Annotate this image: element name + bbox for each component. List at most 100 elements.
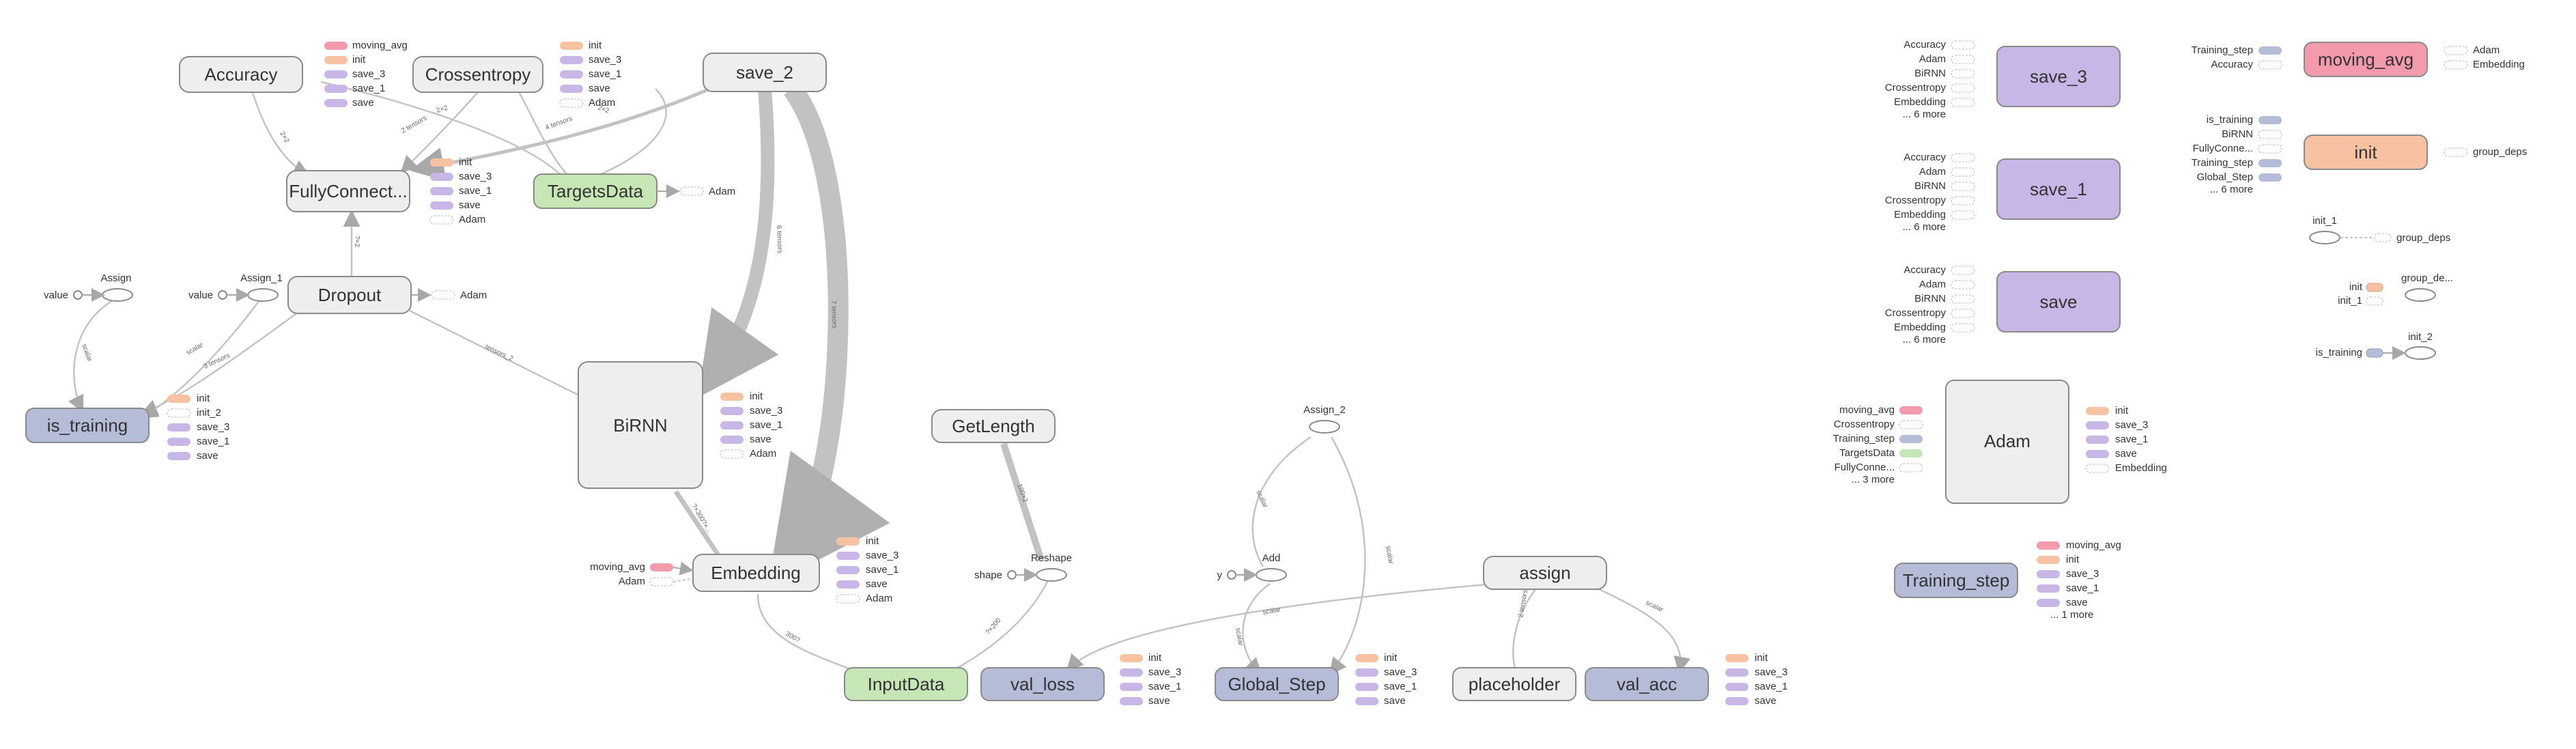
edge-assign1-istraining (140, 300, 260, 419)
node-label: placeholder (1469, 674, 1561, 694)
svg-text:save: save (589, 83, 610, 94)
node-global-step[interactable]: Global_Step (1215, 667, 1339, 701)
svg-text:... 6 more: ... 6 more (1903, 334, 1946, 345)
crossentropy-outputs: init save_3 save_1 save Adam (559, 40, 621, 109)
node-save-3[interactable]: save_3 (1996, 46, 2121, 107)
node-get-length[interactable]: GetLength (931, 409, 1056, 443)
embedding-inputs: moving_avg Adam (590, 561, 694, 587)
svg-text:save_3: save_3 (197, 421, 229, 433)
node-label: FullyConnect... (289, 181, 407, 201)
edge-add-globalstep (1242, 582, 1271, 675)
node-dropout[interactable]: Dropout (287, 276, 412, 314)
targets-outputs: Adam (657, 184, 735, 198)
node-save-1[interactable]: save_1 (1996, 158, 2121, 220)
node-training-step[interactable]: Training_step (1894, 563, 2018, 598)
op-group-deps[interactable]: group_de... init init_1 (2338, 272, 2453, 307)
node-label: save_2 (736, 62, 793, 83)
svg-text:Crossentropy: Crossentropy (1885, 307, 1947, 319)
node-fully-connected[interactable]: FullyConnect... (286, 170, 410, 212)
svg-text:save: save (866, 578, 888, 590)
adam-outputs: init save_3 save_1 save Embedding (2085, 405, 2167, 474)
op-label: group_de... (2401, 272, 2453, 284)
svg-text:... 6 more: ... 6 more (1903, 221, 1946, 233)
svg-text:save_1: save_1 (2066, 582, 2099, 594)
node-crossentropy[interactable]: Crossentropy (412, 56, 543, 93)
op-label: init_2 (2408, 331, 2433, 343)
node-input-data[interactable]: InputData (844, 667, 968, 701)
svg-text:save_3: save_3 (459, 171, 492, 182)
edge-label: 7 tensors (830, 300, 838, 328)
op-assign[interactable]: Assign value (44, 272, 133, 302)
op-init-2[interactable]: init_2 is_training (2316, 331, 2436, 360)
svg-text:init_2: init_2 (197, 407, 221, 419)
edge-accuracy-fc (251, 91, 311, 176)
fc-outputs: init save_3 save_1 save Adam (429, 156, 492, 225)
svg-text:save_1: save_1 (2115, 434, 2148, 445)
svg-text:save_1: save_1 (866, 564, 898, 576)
edge-label: scalar (1254, 490, 1269, 509)
edge-label: scalar (1262, 606, 1282, 617)
node-val-loss[interactable]: val_loss (980, 667, 1105, 701)
svg-text:Crossentropy: Crossentropy (1834, 419, 1895, 430)
moving-avg-io: Training_step Accuracy Adam Embedding (2192, 44, 2525, 70)
node-val-acc[interactable]: val_acc (1585, 667, 1709, 701)
val-acc-outputs: init save_3 save_1 save (1725, 652, 1787, 707)
edge-label: 2 tensors (400, 115, 428, 135)
op-assign-2[interactable]: Assign_2 (1303, 404, 1346, 434)
training-step-outputs: moving_avg init save_3 save_1 save ... 1… (2037, 539, 2121, 621)
svg-text:Adam: Adam (2473, 44, 2500, 56)
op-init-1[interactable]: init_1 group_deps (2309, 215, 2450, 244)
svg-text:moving_avg: moving_avg (352, 40, 408, 51)
node-label: init (2354, 142, 2377, 162)
svg-text:save_1: save_1 (1755, 681, 1787, 692)
svg-text:save_3: save_3 (352, 68, 385, 80)
svg-text:BiRNN: BiRNN (1914, 68, 1946, 79)
node-init[interactable]: init (2304, 135, 2428, 170)
svg-text:Embedding: Embedding (1894, 96, 1946, 108)
op-assign-1[interactable]: Assign_1 value (188, 272, 283, 302)
global-step-outputs: init save_3 save_1 save (1355, 652, 1417, 707)
edge-label: 2 tensors (1517, 589, 1529, 618)
op-add[interactable]: Add y (1217, 552, 1287, 582)
edge-label: 300? (784, 630, 802, 645)
node-embedding[interactable]: Embedding (692, 554, 820, 592)
node-birnn[interactable]: BiRNN (578, 361, 703, 489)
node-assign[interactable]: assign (1483, 556, 1607, 590)
svg-text:group_deps: group_deps (2473, 146, 2527, 158)
node-targets-data[interactable]: TargetsData (533, 173, 657, 209)
svg-text:Crossentropy: Crossentropy (1885, 195, 1947, 206)
svg-text:Adam: Adam (1919, 279, 1946, 290)
node-save-2[interactable]: save_2 (703, 53, 827, 92)
svg-text:... 1 more: ... 1 more (2050, 609, 2093, 621)
edge-save2-embedding (767, 82, 890, 587)
op-reshape[interactable]: Reshape shape (974, 552, 1072, 582)
edge-accuracy-targets (320, 81, 561, 175)
op-label: Assign_1 (240, 272, 283, 284)
svg-text:save: save (1755, 695, 1777, 707)
node-is-training[interactable]: is_training (25, 408, 150, 443)
edge-label: scalar (1234, 627, 1245, 647)
svg-text:save_3: save_3 (2115, 419, 2148, 431)
edge-label: 4 tensors (544, 115, 573, 131)
svg-text:... 6 more: ... 6 more (2210, 184, 2253, 195)
svg-text:save: save (2115, 448, 2137, 460)
node-label: val_acc (1617, 674, 1677, 694)
node-label: Global_Step (1228, 674, 1325, 694)
node-accuracy[interactable]: Accuracy (179, 56, 303, 93)
node-label: Training_step (1903, 570, 2010, 591)
node-adam[interactable]: Adam (1945, 380, 2069, 504)
node-label: Adam (1984, 431, 2030, 451)
node-moving-avg[interactable]: moving_avg (2304, 42, 2428, 77)
node-label: Dropout (318, 285, 382, 305)
node-save[interactable]: save (1996, 271, 2121, 333)
node-placeholder[interactable]: placeholder (1452, 667, 1576, 701)
svg-text:save_3: save_3 (866, 550, 898, 561)
edge-assign2-add (1251, 436, 1312, 567)
svg-text:save_1: save_1 (197, 436, 229, 447)
svg-text:Global_Step: Global_Step (2196, 171, 2253, 183)
svg-text:save_1: save_1 (352, 83, 385, 94)
svg-text:save_1: save_1 (1384, 681, 1417, 692)
svg-text:BiRNN: BiRNN (1914, 180, 1946, 192)
svg-text:Adam: Adam (459, 214, 485, 225)
